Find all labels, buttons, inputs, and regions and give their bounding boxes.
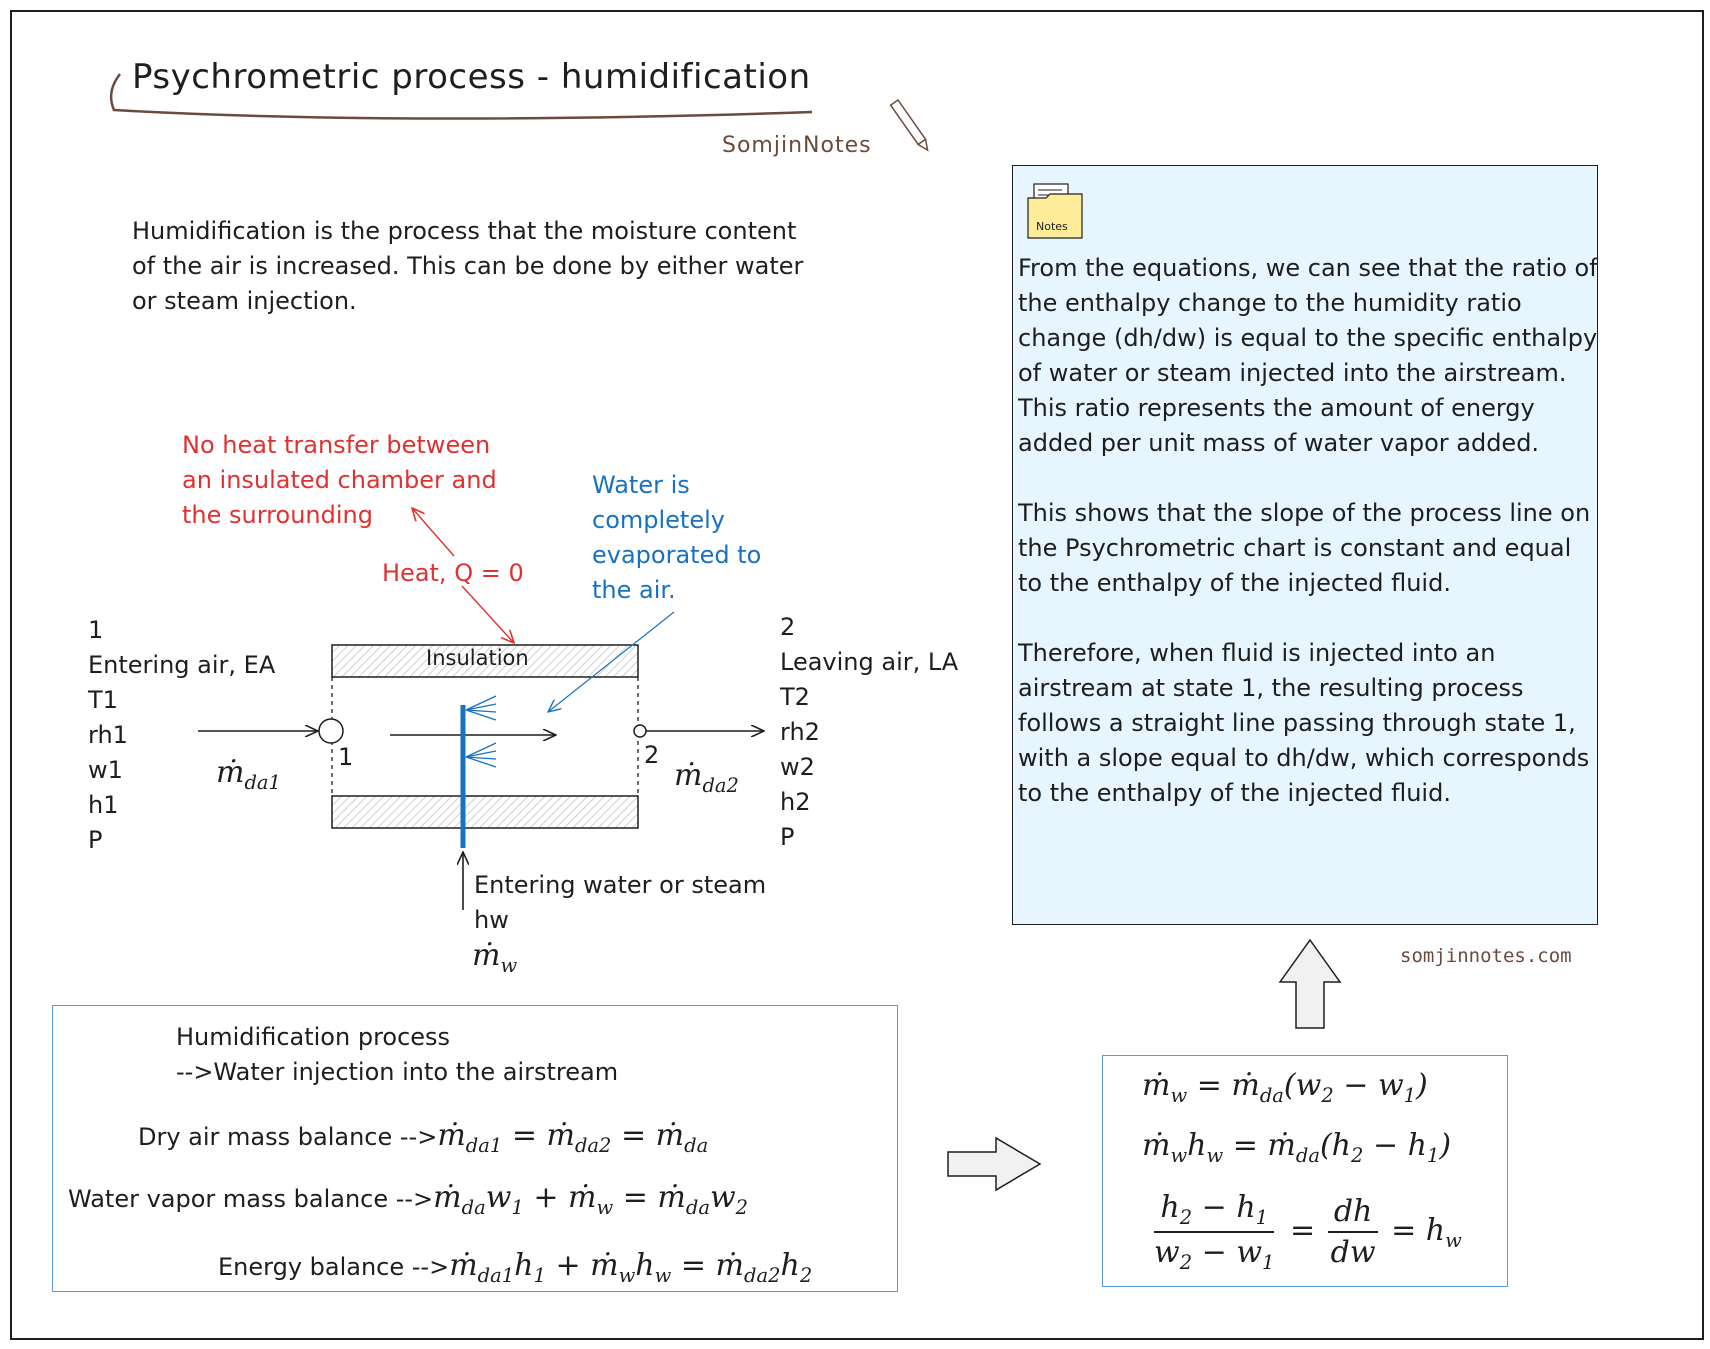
spray-icon: [465, 695, 497, 768]
heat-pointer-arrow: [461, 585, 514, 643]
notes-icon-label: Notes: [1036, 220, 1068, 233]
energy-balance: Energy balance -->ṁda1h1 + ṁwhw = ṁda2h2: [218, 1248, 813, 1287]
page-frame: [10, 10, 1704, 1340]
equation-water-energy: ṁwhw = ṁda(h2 − h1): [1142, 1128, 1452, 1167]
note-water-evaporated-line1: Water is: [592, 471, 690, 499]
port-1-label: 1: [338, 743, 354, 771]
state1-var-h: h1: [88, 791, 119, 819]
water-mass-flow: ṁw: [472, 938, 518, 977]
notes-text: From the equations, we can see that the …: [1018, 251, 1598, 846]
water-vapor-balance: Water vapor mass balance -->ṁdaw1 + ṁw =…: [68, 1180, 749, 1219]
website-label: somjinnotes.com: [1400, 945, 1572, 967]
state1-var-P: P: [88, 826, 103, 854]
note-no-heat-transfer-line2: an insulated chamber and: [182, 466, 497, 494]
evaporation-pointer-arrow: [548, 611, 675, 712]
notes-folder-icon: [1027, 183, 1083, 239]
state1-var-T: T1: [88, 686, 118, 714]
notes-paragraph-3: Therefore, when fluid is injected into a…: [1018, 639, 1590, 807]
note-no-heat-transfer-line3: the surrounding: [182, 501, 373, 529]
port-2: [633, 724, 647, 738]
balance-equations-box: [52, 1005, 898, 1292]
balance-heading: Humidification process: [176, 1023, 451, 1051]
balance-subheading: -->Water injection into the airstream: [176, 1058, 619, 1086]
note-water-evaporated-line2: completely: [592, 506, 725, 534]
state2-number: 2: [780, 613, 796, 641]
insulation-label: Insulation: [426, 646, 529, 670]
dry-air-balance: Dry air mass balance -->ṁda1 = ṁda2 = ṁd…: [138, 1118, 709, 1157]
state1-var-rh: rh1: [88, 721, 128, 749]
state2-var-h: h2: [780, 788, 811, 816]
up-block-arrow: [1278, 938, 1342, 1029]
state2-label: Leaving air, LA: [780, 648, 959, 676]
notes-paragraph-2: This shows that the slope of the process…: [1018, 499, 1591, 597]
water-inlet-label: Entering water or steam: [474, 871, 767, 899]
note-no-heat-transfer-line1: No heat transfer between: [182, 431, 491, 459]
pencil-icon: [889, 98, 929, 152]
note-water-evaporated-line4: the air.: [592, 576, 676, 604]
notes-paragraph-1: From the equations, we can see that the …: [1018, 254, 1598, 457]
water-enthalpy-label: hw: [474, 906, 509, 934]
port-2-label: 2: [644, 741, 660, 769]
equation-water-mass: ṁw = ṁda(w2 − w1): [1142, 1068, 1428, 1107]
state2-var-T: T2: [780, 683, 810, 711]
state1-label: Entering air, EA: [88, 651, 276, 679]
insulation-bottom: [331, 795, 639, 829]
note-water-evaporated-line3: evaporated to: [592, 541, 762, 569]
notes-panel: [1012, 165, 1598, 925]
heat-annotation-arrow: [412, 508, 455, 557]
state2-var-w: w2: [780, 753, 815, 781]
state2-var-P: P: [780, 823, 795, 851]
brand-logo: SomjinNotes: [722, 133, 872, 158]
title-underline: [109, 73, 929, 152]
state1-mass-flow: ṁda1: [216, 755, 281, 794]
page-title: Psychrometric process - humidification: [132, 57, 811, 97]
state2-mass-flow: ṁda2: [674, 758, 739, 797]
intro-text: Humidification is the process that the m…: [132, 217, 804, 315]
state2-var-rh: rh2: [780, 718, 820, 746]
port-1: [318, 718, 344, 744]
right-block-arrow: [947, 1136, 1042, 1192]
state1-var-w: w1: [88, 756, 123, 784]
heat-label: Heat, Q = 0: [382, 559, 524, 587]
state1-number: 1: [88, 616, 104, 644]
result-equations-box: [1102, 1055, 1508, 1287]
insulation-top: [331, 644, 639, 678]
